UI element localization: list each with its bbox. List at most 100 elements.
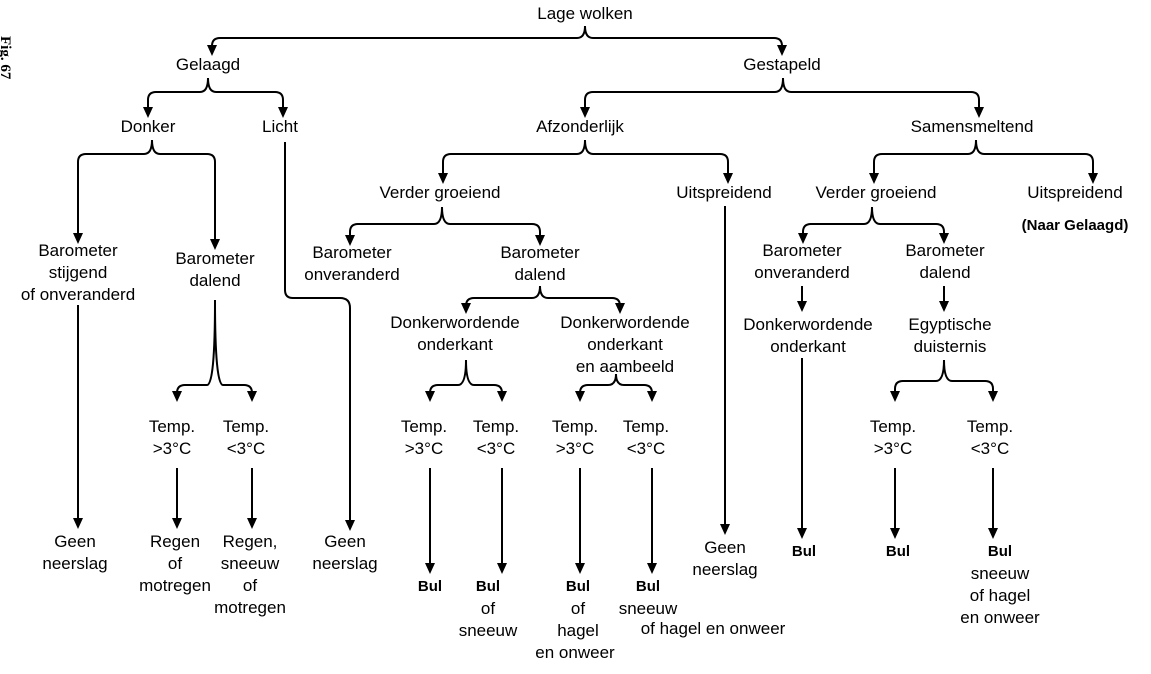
arrow-head (797, 301, 807, 312)
node-line: Regen, (222, 532, 278, 551)
node-line: of (570, 599, 586, 618)
node-a-t2-hi: Temp.>3°C (552, 416, 598, 460)
node-line: motregen (214, 598, 286, 617)
node-line: dalend (919, 263, 971, 282)
node-a-onweer-bottom: en onweer (535, 642, 614, 664)
brace-right (782, 77, 980, 108)
arrow-head (345, 235, 355, 246)
node-a-t1-hi: Temp.>3°C (401, 416, 447, 460)
arrow-head (210, 239, 220, 250)
node-a-dw2: Donkerwordende onderkant en aambeeld (560, 312, 689, 378)
arrow-head (777, 45, 787, 56)
arrow-head (535, 235, 545, 246)
node-d-baro-dal: Barometer dalend (175, 248, 254, 292)
arrow-head (723, 173, 733, 184)
node-line: sneeuw (618, 599, 678, 618)
brace-right (584, 139, 729, 174)
node-line: <3°C (226, 439, 266, 458)
node-line: Bul (475, 578, 501, 595)
node-sam: Samensmeltend (911, 116, 1034, 138)
node-line: dalend (189, 271, 241, 290)
node-line: Geen (704, 538, 746, 557)
node-a-groei: Verder groeiend (380, 182, 501, 204)
node-line: Temp. (222, 417, 270, 436)
node-line: of (167, 554, 183, 573)
node-line: Barometer (175, 249, 255, 268)
arrow-head (615, 303, 625, 314)
node-gestapeld: Gestapeld (743, 54, 821, 76)
node-line: Barometer (905, 241, 985, 260)
arrow-head (647, 391, 657, 402)
brace-right (539, 285, 621, 307)
node-a-t1-lo: Temp.<3°C (473, 416, 519, 460)
node-licht: Licht (262, 116, 298, 138)
node-a-spreid: Uitspreidend (676, 182, 771, 204)
node-gelaagd: Gelaagd (176, 54, 240, 76)
arrow-head (974, 107, 984, 118)
node-line: Geen (54, 532, 96, 551)
node-line: Barometer (312, 243, 392, 262)
arrow-head (869, 173, 879, 184)
node-line: Donkerwordende (560, 313, 690, 332)
brace-right (441, 206, 541, 236)
node-a-onweer-line: of hagel en onweer (641, 618, 786, 640)
node-line: >3°C (873, 439, 913, 458)
node-line: en onweer (960, 608, 1040, 627)
arrow-head (73, 518, 83, 529)
node-line: Gestapeld (743, 55, 821, 74)
node-line: neerslag (692, 560, 758, 579)
arrow-head (988, 528, 998, 539)
node-line: onveranderd (304, 265, 400, 284)
brace-right (151, 139, 216, 240)
arrow-head (647, 563, 657, 574)
brace-left (211, 25, 586, 47)
node-line: stijgend (48, 263, 108, 282)
brace-right (943, 359, 994, 392)
node-line: Gelaagd (175, 55, 241, 74)
arrow-head (345, 520, 355, 531)
node-line: Barometer (500, 243, 580, 262)
node-line: of onveranderd (20, 285, 136, 304)
node-root: Lage wolken (537, 3, 632, 25)
node-line: Temp. (966, 417, 1014, 436)
node-line: en onweer (535, 643, 615, 662)
node-s-naar: (Naar Gelaagd) (1022, 215, 1129, 237)
brace-left (429, 359, 467, 394)
brace-right (207, 77, 284, 108)
node-a-baro-onv: Barometer onveranderd (304, 242, 399, 286)
node-line: onderkant (417, 335, 493, 354)
node-line: Geen (324, 532, 366, 551)
brace-left (349, 206, 443, 236)
brace-right (214, 299, 253, 394)
node-line: Temp. (622, 417, 670, 436)
node-line: sneeuw (970, 564, 1030, 583)
arrow-head (797, 528, 807, 539)
node-line: sneeuw (458, 621, 518, 640)
node-line: Barometer (762, 241, 842, 260)
brace-left (802, 206, 873, 234)
node-line: Bul (565, 578, 591, 595)
node-line: Regen (149, 532, 201, 551)
node-line: onderkant (587, 335, 663, 354)
node-line: neerslag (42, 554, 108, 573)
node-line: Donkerwordende (743, 315, 873, 334)
node-s-t-lo: Temp.<3°C (967, 416, 1013, 460)
arrow-head (247, 518, 257, 529)
node-line: Egyptische (908, 315, 992, 334)
brace-right (584, 25, 783, 47)
node-line: hagel (557, 621, 599, 640)
node-line: en aambeeld (575, 357, 675, 376)
arrow-head (207, 45, 217, 56)
brace-left (894, 359, 945, 392)
node-donker: Donker (121, 116, 176, 138)
node-line: Lage wolken (537, 4, 633, 23)
brace-left (176, 299, 216, 394)
node-a-t2-lo: Temp.<3°C (623, 416, 669, 460)
